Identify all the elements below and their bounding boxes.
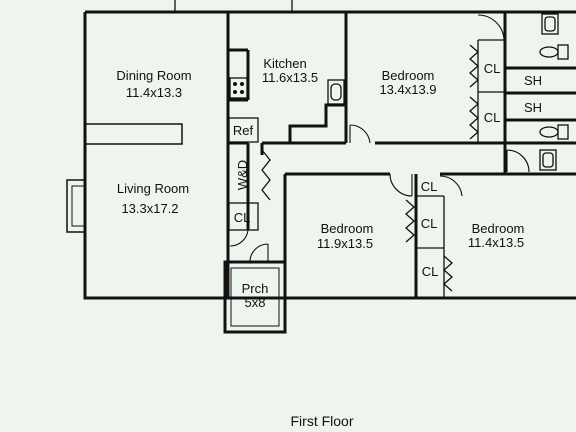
- room-size-kitchen: 11.6x13.5: [262, 70, 318, 85]
- closet-label-bed1-b: CL: [484, 110, 501, 125]
- interior-walls: [226, 12, 576, 298]
- room-size-porch: 5x8: [245, 295, 266, 310]
- doors: [229, 14, 530, 263]
- room-size-living: 13.3x17.2: [121, 201, 178, 216]
- closet-label-hall: CL: [421, 179, 438, 194]
- room-name-bed2: Bedroom: [321, 221, 374, 236]
- closet-label-laundry: CL: [234, 210, 251, 225]
- room-name-bed1: Bedroom: [382, 68, 435, 83]
- room-name-porch: Prch: [242, 281, 269, 296]
- closet-rods: [261, 44, 479, 292]
- porch: [223, 260, 287, 334]
- floor-title: First Floor: [291, 413, 354, 429]
- fireplace: [66, 179, 86, 233]
- room-name-dining: Dining Room: [116, 68, 191, 83]
- half-wall: [84, 123, 183, 145]
- ref-label: Ref: [233, 123, 254, 138]
- closet-label-bed2: CL: [421, 216, 438, 231]
- room-size-bed2: 11.9x13.5: [317, 236, 373, 251]
- room-size-bed3: 11.4x13.5: [468, 235, 524, 250]
- closet-label-bed3: CL: [422, 264, 439, 279]
- exterior-walls: [66, 0, 576, 300]
- room-size-bed1: 13.4x13.9: [379, 82, 436, 97]
- kitchen-fixtures: [229, 77, 345, 105]
- bath-fixtures: [539, 13, 569, 171]
- room-name-bed3: Bedroom: [472, 221, 525, 236]
- shower-label-b: SH: [524, 100, 542, 115]
- room-name-living: Living Room: [117, 181, 189, 196]
- room-name-kitchen: Kitchen: [263, 56, 306, 71]
- shower-label-a: SH: [524, 73, 542, 88]
- room-size-dining: 11.4x13.3: [126, 85, 182, 100]
- wd-label: W&D: [235, 160, 250, 190]
- closet-label-bed1-a: CL: [484, 61, 501, 76]
